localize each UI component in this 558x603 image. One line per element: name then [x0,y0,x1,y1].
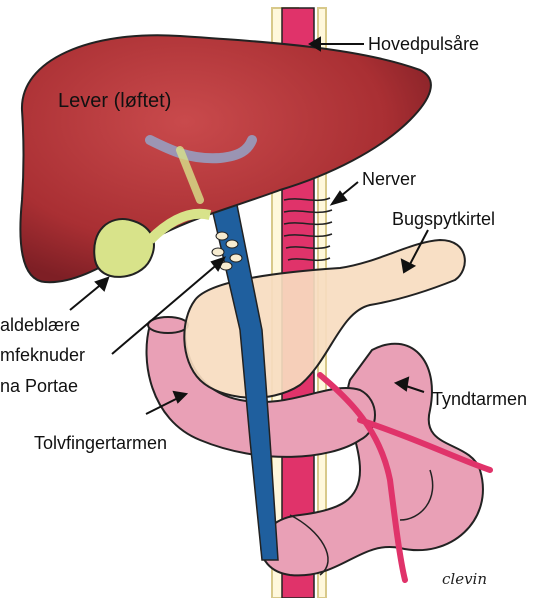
label-pancreas: Bugspytkirtel [392,210,495,228]
label-gallbladder: aldeblære [0,316,80,334]
label-liver: Lever (løftet) [58,91,171,111]
label-small-intestine: Tyndtarmen [432,390,527,408]
label-aorta: Hovedpulsåre [368,35,479,53]
artist-signature: clevin [442,570,487,588]
label-porta: na Portae [0,377,78,395]
label-lymph-nodes: mfeknuder [0,346,85,364]
label-duodenum: Tolvfingertarmen [34,434,167,452]
label-nerves: Nerver [362,170,416,188]
